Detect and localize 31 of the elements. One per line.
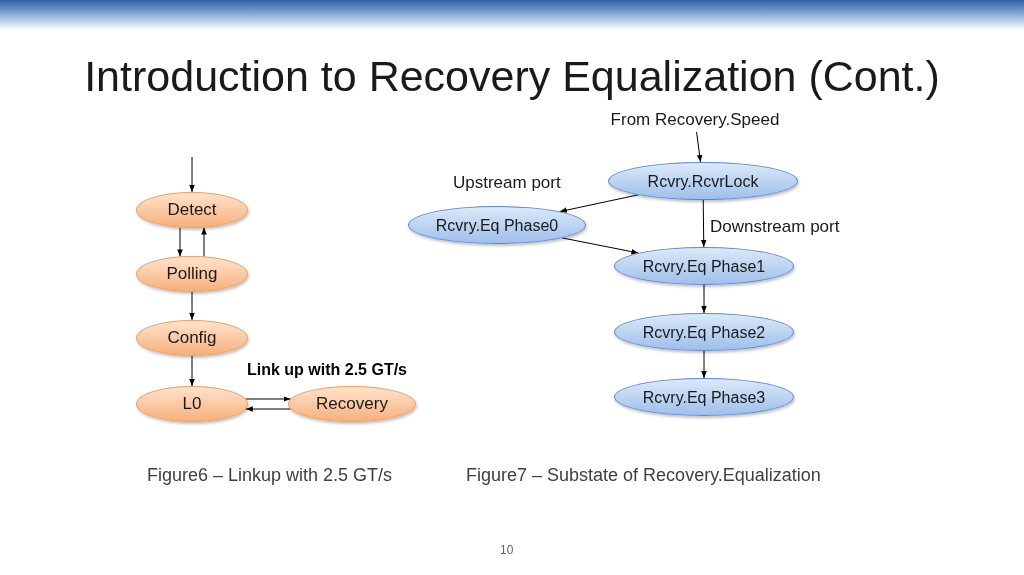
source-label: From Recovery.Speed	[600, 108, 790, 132]
arrow	[201, 227, 207, 257]
figure-caption: Figure6 – Linkup with 2.5 GT/s	[147, 464, 393, 487]
arrow	[700, 199, 707, 248]
state-ellipse: Recovery	[288, 386, 416, 422]
arrow	[177, 227, 183, 257]
state-ellipse: Rcvry.Eq Phase3	[614, 378, 794, 416]
arrow	[245, 396, 291, 402]
arrow	[189, 291, 195, 321]
state-ellipse: Polling	[136, 256, 248, 292]
figure-caption: Figure7 – Substate of Recovery.Equalization	[466, 464, 821, 487]
arrow	[559, 194, 639, 213]
page-number: 10	[500, 542, 514, 559]
state-ellipse: Rcvry.RcvrLock	[608, 162, 798, 200]
arrow	[561, 237, 639, 255]
arrow	[189, 156, 195, 193]
arrow	[245, 406, 291, 412]
arrow	[701, 350, 707, 379]
link-note: Link up with 2.5 GT/s	[247, 360, 407, 380]
state-ellipse: Config	[136, 320, 248, 356]
arrow	[189, 355, 195, 387]
state-ellipse: Rcvry.Eq Phase0	[408, 206, 586, 244]
state-ellipse: Rcvry.Eq Phase1	[614, 247, 794, 285]
edge-label: Downstream port	[710, 216, 840, 238]
state-ellipse: Rcvry.Eq Phase2	[614, 313, 794, 351]
arrow	[701, 284, 707, 314]
state-ellipse: L0	[136, 386, 248, 422]
edge-label: Upstream port	[453, 172, 561, 194]
slide-title: Introduction to Recovery Equalization (Cont.)	[83, 51, 941, 102]
state-ellipse: Detect	[136, 192, 248, 228]
arrow	[696, 131, 703, 163]
